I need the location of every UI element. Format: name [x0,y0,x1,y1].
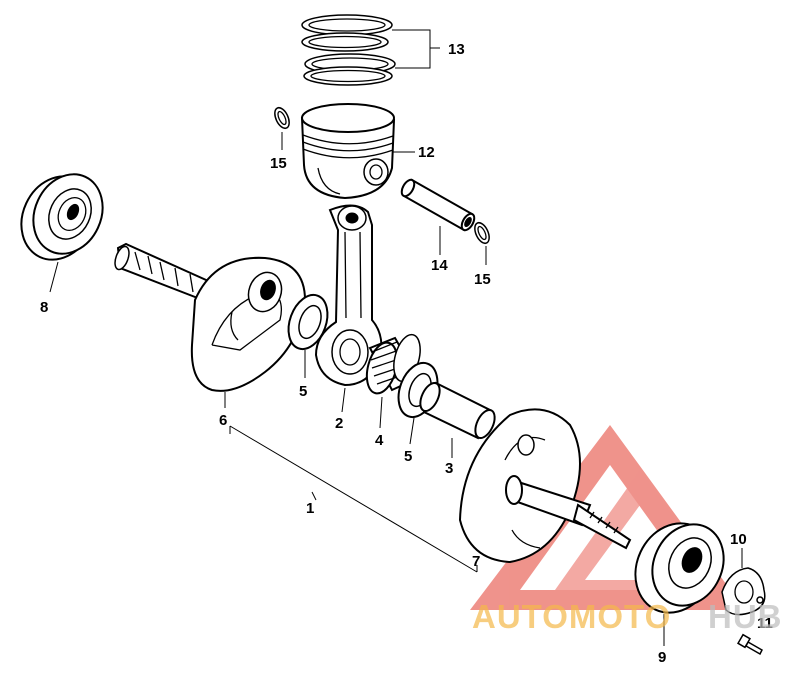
callout-1: 1 [306,500,314,517]
screw [737,633,763,656]
callout-7: 7 [472,553,480,570]
callout-15-left: 15 [270,155,287,172]
piston-pin [400,178,476,232]
callout-labels: 13 12 15 14 15 8 5 6 2 4 5 3 1 7 10 11 9 [40,41,773,666]
callout-3: 3 [445,460,453,477]
callout-13: 13 [448,41,465,58]
leader-lines [49,29,743,646]
crank-pin [419,381,496,440]
flywheel-right [458,408,632,564]
callout-10: 10 [730,531,747,548]
connecting-rod [314,204,383,387]
flywheel-left [114,242,307,392]
piston-rings [301,14,396,86]
thrust-washer-left [287,293,329,351]
callout-5-left: 5 [299,383,307,400]
callout-15-right: 15 [474,271,491,288]
oil-seal-left [20,173,104,261]
callout-9: 9 [658,649,666,666]
piston [300,103,396,200]
watermark-triangle [470,425,745,610]
callout-2: 2 [335,415,343,432]
watermark-wordmark: AUTOMOTO HUB [472,598,783,635]
callout-14: 14 [431,257,448,274]
callout-11: 11 [757,615,773,632]
callout-4: 4 [375,432,384,449]
watermark-text-hub: HUB [708,598,783,635]
callout-8: 8 [40,299,48,316]
callout-12: 12 [418,144,435,161]
callout-5-right: 5 [404,448,412,465]
oil-seal-right [634,522,725,614]
retainer-plate [721,567,766,616]
circlip-right [474,221,490,245]
circlip-left [274,106,290,130]
watermark-text-main: AUTOMOTO [472,598,671,635]
callout-6: 6 [219,412,227,429]
